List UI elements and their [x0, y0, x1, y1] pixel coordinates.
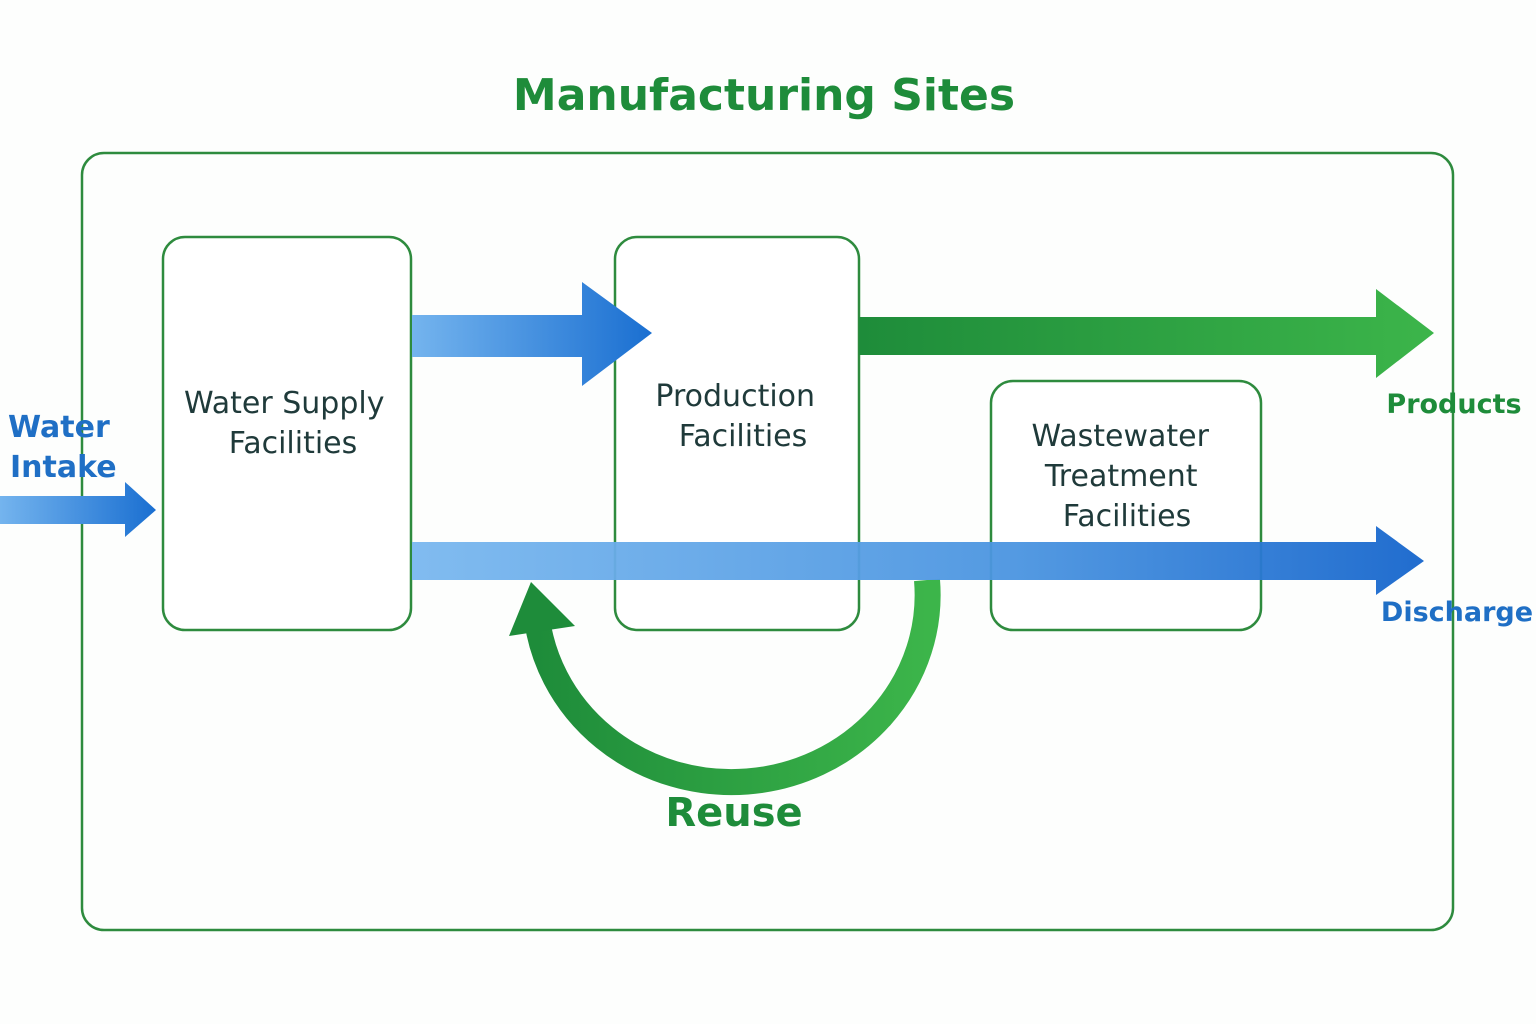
production-label-line-1: Production [655, 379, 815, 414]
water-supply-box [161, 235, 413, 632]
production-box [613, 235, 861, 632]
production-label: Production Facilities [655, 379, 824, 454]
products-label: Products [1386, 389, 1521, 420]
discharge-label: Discharge [1381, 597, 1533, 628]
production-label-line-2: Facilities [679, 419, 808, 454]
water-intake-label: Water Intake [8, 410, 120, 485]
discharge-arrow [412, 526, 1424, 595]
wastewater-label: Wastewater Treatment Facilities [1032, 419, 1219, 534]
products-arrow [859, 289, 1434, 378]
water-intake-arrow [0, 482, 156, 537]
manufacturing-site-frame [80, 151, 1455, 932]
reuse-arrowhead [509, 582, 575, 636]
water-supply-label-line-1: Water Supply [184, 386, 384, 421]
supply-to-production-arrow [412, 282, 652, 386]
water-supply-label-line-2: Facilities [229, 426, 358, 461]
water-intake-label-line-2: Intake [10, 450, 117, 485]
water-supply-label: Water Supply Facilities [184, 386, 394, 461]
reuse-arc [523, 578, 941, 796]
wastewater-label-line-3: Facilities [1063, 499, 1192, 534]
wastewater-label-line-1: Wastewater [1032, 419, 1210, 454]
water-intake-label-line-1: Water [8, 410, 110, 445]
diagram-title: Manufacturing Sites [513, 70, 1015, 121]
reuse-label: Reuse [665, 790, 802, 836]
wastewater-label-line-2: Treatment [1044, 459, 1198, 494]
